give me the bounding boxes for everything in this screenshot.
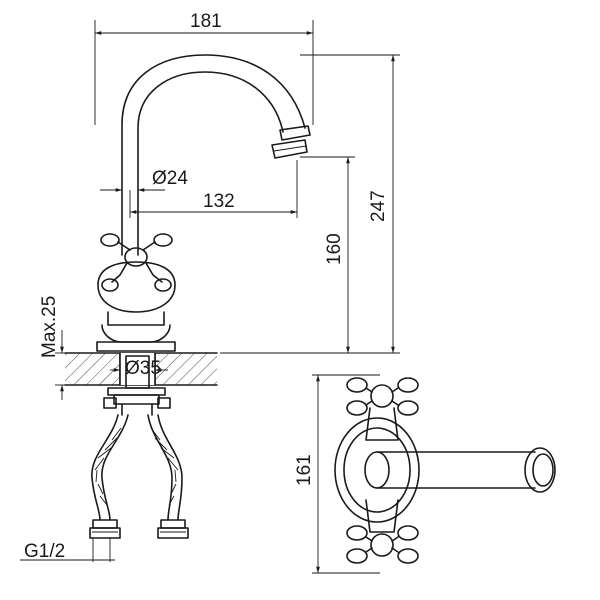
escutcheon xyxy=(334,417,420,523)
aerator-ring xyxy=(273,145,307,152)
label-thread: G1/2 xyxy=(24,541,65,562)
top-cross-handle-upper xyxy=(346,377,419,441)
faucet-body xyxy=(97,261,176,313)
mounting-hardware xyxy=(103,355,171,416)
label-161: 161 xyxy=(294,454,315,486)
side-view xyxy=(64,54,311,539)
label-max-25: Max.25 xyxy=(39,296,60,358)
top-spout xyxy=(376,451,536,489)
top-spout-tip xyxy=(524,447,556,493)
label-132: 132 xyxy=(203,191,235,212)
aerator xyxy=(271,139,308,159)
flexible-hoses xyxy=(89,414,189,539)
cross-handle xyxy=(100,233,173,292)
body-collar xyxy=(107,311,165,326)
top-cross-handle-lower xyxy=(346,499,419,564)
top-view xyxy=(312,374,556,574)
spout-inner xyxy=(137,71,284,256)
label-247: 247 xyxy=(368,190,389,222)
label-diameter-24: Ø24 xyxy=(152,168,188,189)
label-diameter-35: Ø35 xyxy=(125,358,161,379)
dimension-lines xyxy=(20,20,400,562)
base-flange xyxy=(101,324,171,343)
base-plate xyxy=(96,341,176,352)
spout-tip xyxy=(279,125,311,141)
label-181: 181 xyxy=(190,11,222,32)
label-160: 160 xyxy=(324,233,345,265)
spout-outer xyxy=(121,54,306,256)
